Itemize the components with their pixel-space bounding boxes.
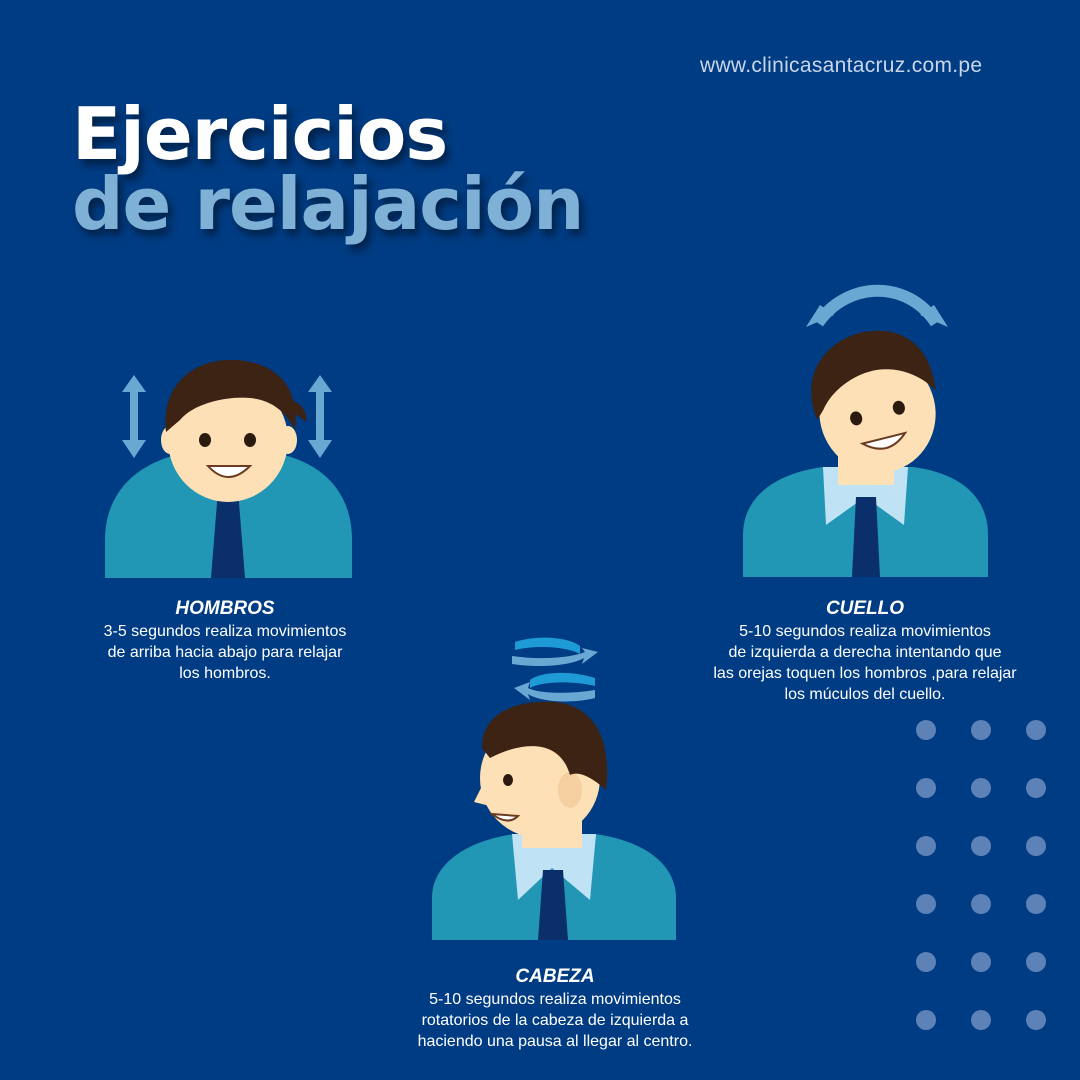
dot	[1026, 720, 1046, 740]
hombros-illustration	[105, 359, 352, 578]
hombros-line-2: de arriba hacia abajo para relajar	[107, 644, 343, 661]
hombros-title: HOMBROS	[175, 598, 275, 619]
tie	[852, 497, 880, 577]
dot	[971, 1010, 991, 1030]
hair	[482, 701, 608, 790]
cuello-line-4: los múculos del cuello.	[784, 686, 946, 703]
tie	[211, 490, 245, 578]
dot	[971, 778, 991, 798]
tie	[538, 870, 568, 940]
cabeza-line-2: rotatorios de la cabeza de izquierda a	[421, 1012, 689, 1029]
dot	[1026, 778, 1046, 798]
dot	[1026, 894, 1046, 914]
hair	[165, 359, 296, 432]
cabeza-caption: CABEZA 5-10 segundos realiza movimientos…	[385, 966, 725, 1052]
cabeza-line-1: 5-10 segundos realiza movimientos	[429, 991, 681, 1008]
dot	[916, 836, 936, 856]
hombros-line-3: los hombros.	[179, 665, 271, 682]
rotation-arrows-icon	[512, 637, 598, 702]
dot	[1026, 1010, 1046, 1030]
dot	[971, 952, 991, 972]
cuello-line-2: de izquierda a derecha intentando que	[728, 644, 1002, 661]
up-down-arrow-icon	[122, 375, 332, 458]
curved-double-arrow-icon	[813, 284, 942, 327]
dot	[971, 836, 991, 856]
cuello-line-3: las orejas toquen los hombros ,para rela…	[713, 665, 1017, 682]
dot	[916, 778, 936, 798]
title-line-1: Ejercicios	[72, 92, 448, 176]
cabeza-title: CABEZA	[515, 966, 595, 987]
dot	[916, 720, 936, 740]
face	[819, 353, 936, 473]
dot-grid	[916, 720, 1056, 1040]
cuello-illustration	[743, 284, 988, 577]
cuello-line-1: 5-10 segundos realiza movimientos	[739, 623, 991, 640]
hair	[811, 330, 936, 420]
cabeza-illustration	[432, 637, 676, 940]
dot	[1026, 836, 1046, 856]
dot	[971, 720, 991, 740]
dot	[1026, 952, 1046, 972]
title-line-2: de relajación	[72, 162, 584, 246]
dot	[916, 1010, 936, 1030]
dot	[916, 952, 936, 972]
hombros-line-1: 3-5 segundos realiza movimientos	[103, 623, 347, 640]
face	[168, 378, 288, 502]
cabeza-line-3: haciendo una pausa al llegar al centro.	[417, 1033, 693, 1050]
cuello-title: CUELLO	[825, 598, 905, 619]
hombros-caption: HOMBROS 3-5 segundos realiza movimientos…	[60, 598, 390, 684]
dot	[916, 894, 936, 914]
cuello-caption: CUELLO 5-10 segundos realiza movimientos…	[680, 598, 1050, 705]
dot	[971, 894, 991, 914]
site-url[interactable]: www.clinicasantacruz.com.pe	[700, 54, 983, 77]
